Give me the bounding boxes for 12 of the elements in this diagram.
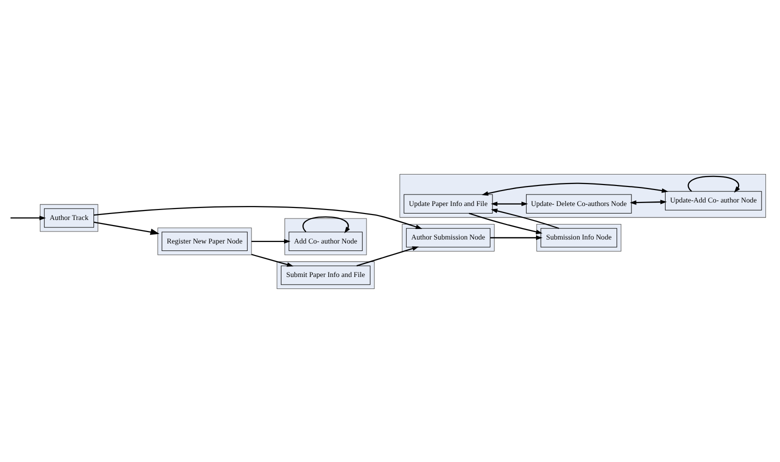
arrow [490,201,528,206]
arrow [630,199,667,204]
arrow [10,215,46,220]
cluster [158,227,252,255]
arrow [94,205,422,228]
arrow [251,238,291,244]
arrow [688,175,740,192]
arrow [251,253,294,266]
arrow [94,221,160,234]
arrow [482,182,668,196]
arrow [490,208,560,228]
arrow [490,234,542,240]
